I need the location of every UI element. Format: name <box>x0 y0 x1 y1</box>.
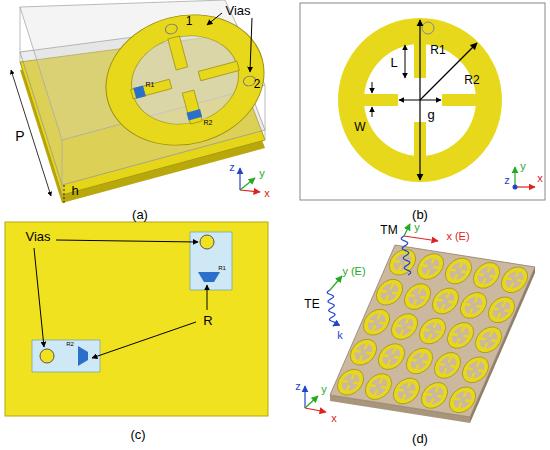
resistor-label: R1 <box>146 81 155 88</box>
resistor-label: R2 <box>66 341 74 347</box>
port-number: 1 <box>186 15 193 27</box>
dimension-label: h <box>71 184 78 197</box>
ring-cell <box>417 381 452 410</box>
axis-label: y <box>414 222 420 233</box>
incident-wave <box>401 236 410 275</box>
ring-cell <box>469 261 504 290</box>
panel-label: (b) <box>412 208 428 221</box>
unit-cell-top <box>300 3 545 200</box>
axis-label: y (E) <box>342 266 365 277</box>
ring-cell <box>484 295 519 324</box>
axis-label: x <box>264 188 270 199</box>
ring-cell <box>428 286 463 315</box>
axis-label: y <box>520 161 526 172</box>
panel-label: (a) <box>132 208 148 221</box>
ring-cell <box>359 308 394 337</box>
ring-cell <box>497 265 532 294</box>
ring-cell <box>387 312 422 341</box>
ring-cell <box>389 376 424 405</box>
axis-label: x <box>537 173 543 184</box>
wave-label: TM <box>380 224 397 236</box>
ring-cell <box>361 372 396 401</box>
ring-cell <box>346 338 381 367</box>
ring-cell <box>441 256 476 285</box>
dimension-label: W <box>354 121 365 133</box>
dimension-label: P <box>15 129 24 143</box>
resistor-label: R1 <box>218 265 226 271</box>
ring-cell <box>415 316 450 345</box>
incident-wave <box>327 290 336 326</box>
dimension-label: R1 <box>430 44 445 56</box>
unit-cell-3d <box>11 0 279 204</box>
ring-cell <box>402 346 437 375</box>
ring-cell <box>385 248 420 277</box>
ring-cell <box>443 321 478 350</box>
dimension-label: R2 <box>464 74 479 86</box>
callout-text: R <box>203 314 212 327</box>
callout-text: Vias <box>225 4 250 17</box>
panel-label: (c) <box>130 428 145 441</box>
axis-label: z <box>229 162 235 173</box>
ring-cell <box>400 282 435 311</box>
axis-label: x (E) <box>446 231 469 242</box>
ring-cell <box>471 325 506 354</box>
callout-text: Vias <box>25 230 50 243</box>
wave-label: TE <box>304 298 319 310</box>
ground-plane-bottom <box>5 222 268 416</box>
metasurface-array <box>305 224 535 423</box>
ring-cell <box>458 355 493 384</box>
dimension-label: g <box>427 108 434 121</box>
ring-cell <box>445 385 480 414</box>
port-number: 2 <box>254 78 261 90</box>
ring-cell <box>456 291 491 320</box>
axis-label: z <box>295 381 301 392</box>
panel-label: (d) <box>412 432 428 445</box>
axis-label: k <box>337 330 343 341</box>
axis-label: x <box>331 413 337 424</box>
ring-cell <box>430 351 465 380</box>
axis-label: y <box>259 168 265 179</box>
axis-label: z <box>504 175 510 186</box>
ring-cell <box>413 252 448 281</box>
ring-cell <box>374 342 409 371</box>
ring-cell <box>372 278 407 307</box>
dimension-label: L <box>390 56 397 69</box>
resistor-label: R2 <box>204 119 213 126</box>
axis-label: y <box>321 384 327 395</box>
ring-cell <box>333 368 368 397</box>
